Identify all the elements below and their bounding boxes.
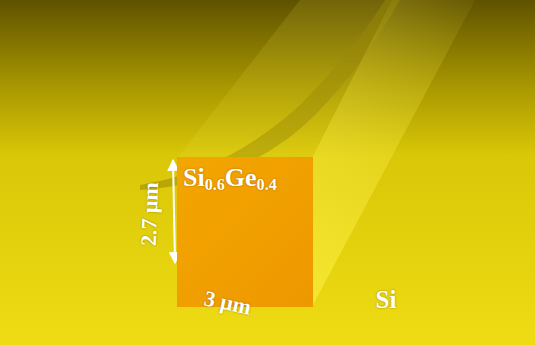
- light-beam-top: [177, 0, 392, 158]
- height-arrow: [173, 160, 175, 263]
- material-label: Si: [376, 286, 397, 314]
- height-dimension: 2.7 μm: [136, 182, 164, 247]
- sige-core: Si0.6Ge0.4: [177, 157, 313, 307]
- material-name: Si0.6Ge0.4: [183, 163, 307, 194]
